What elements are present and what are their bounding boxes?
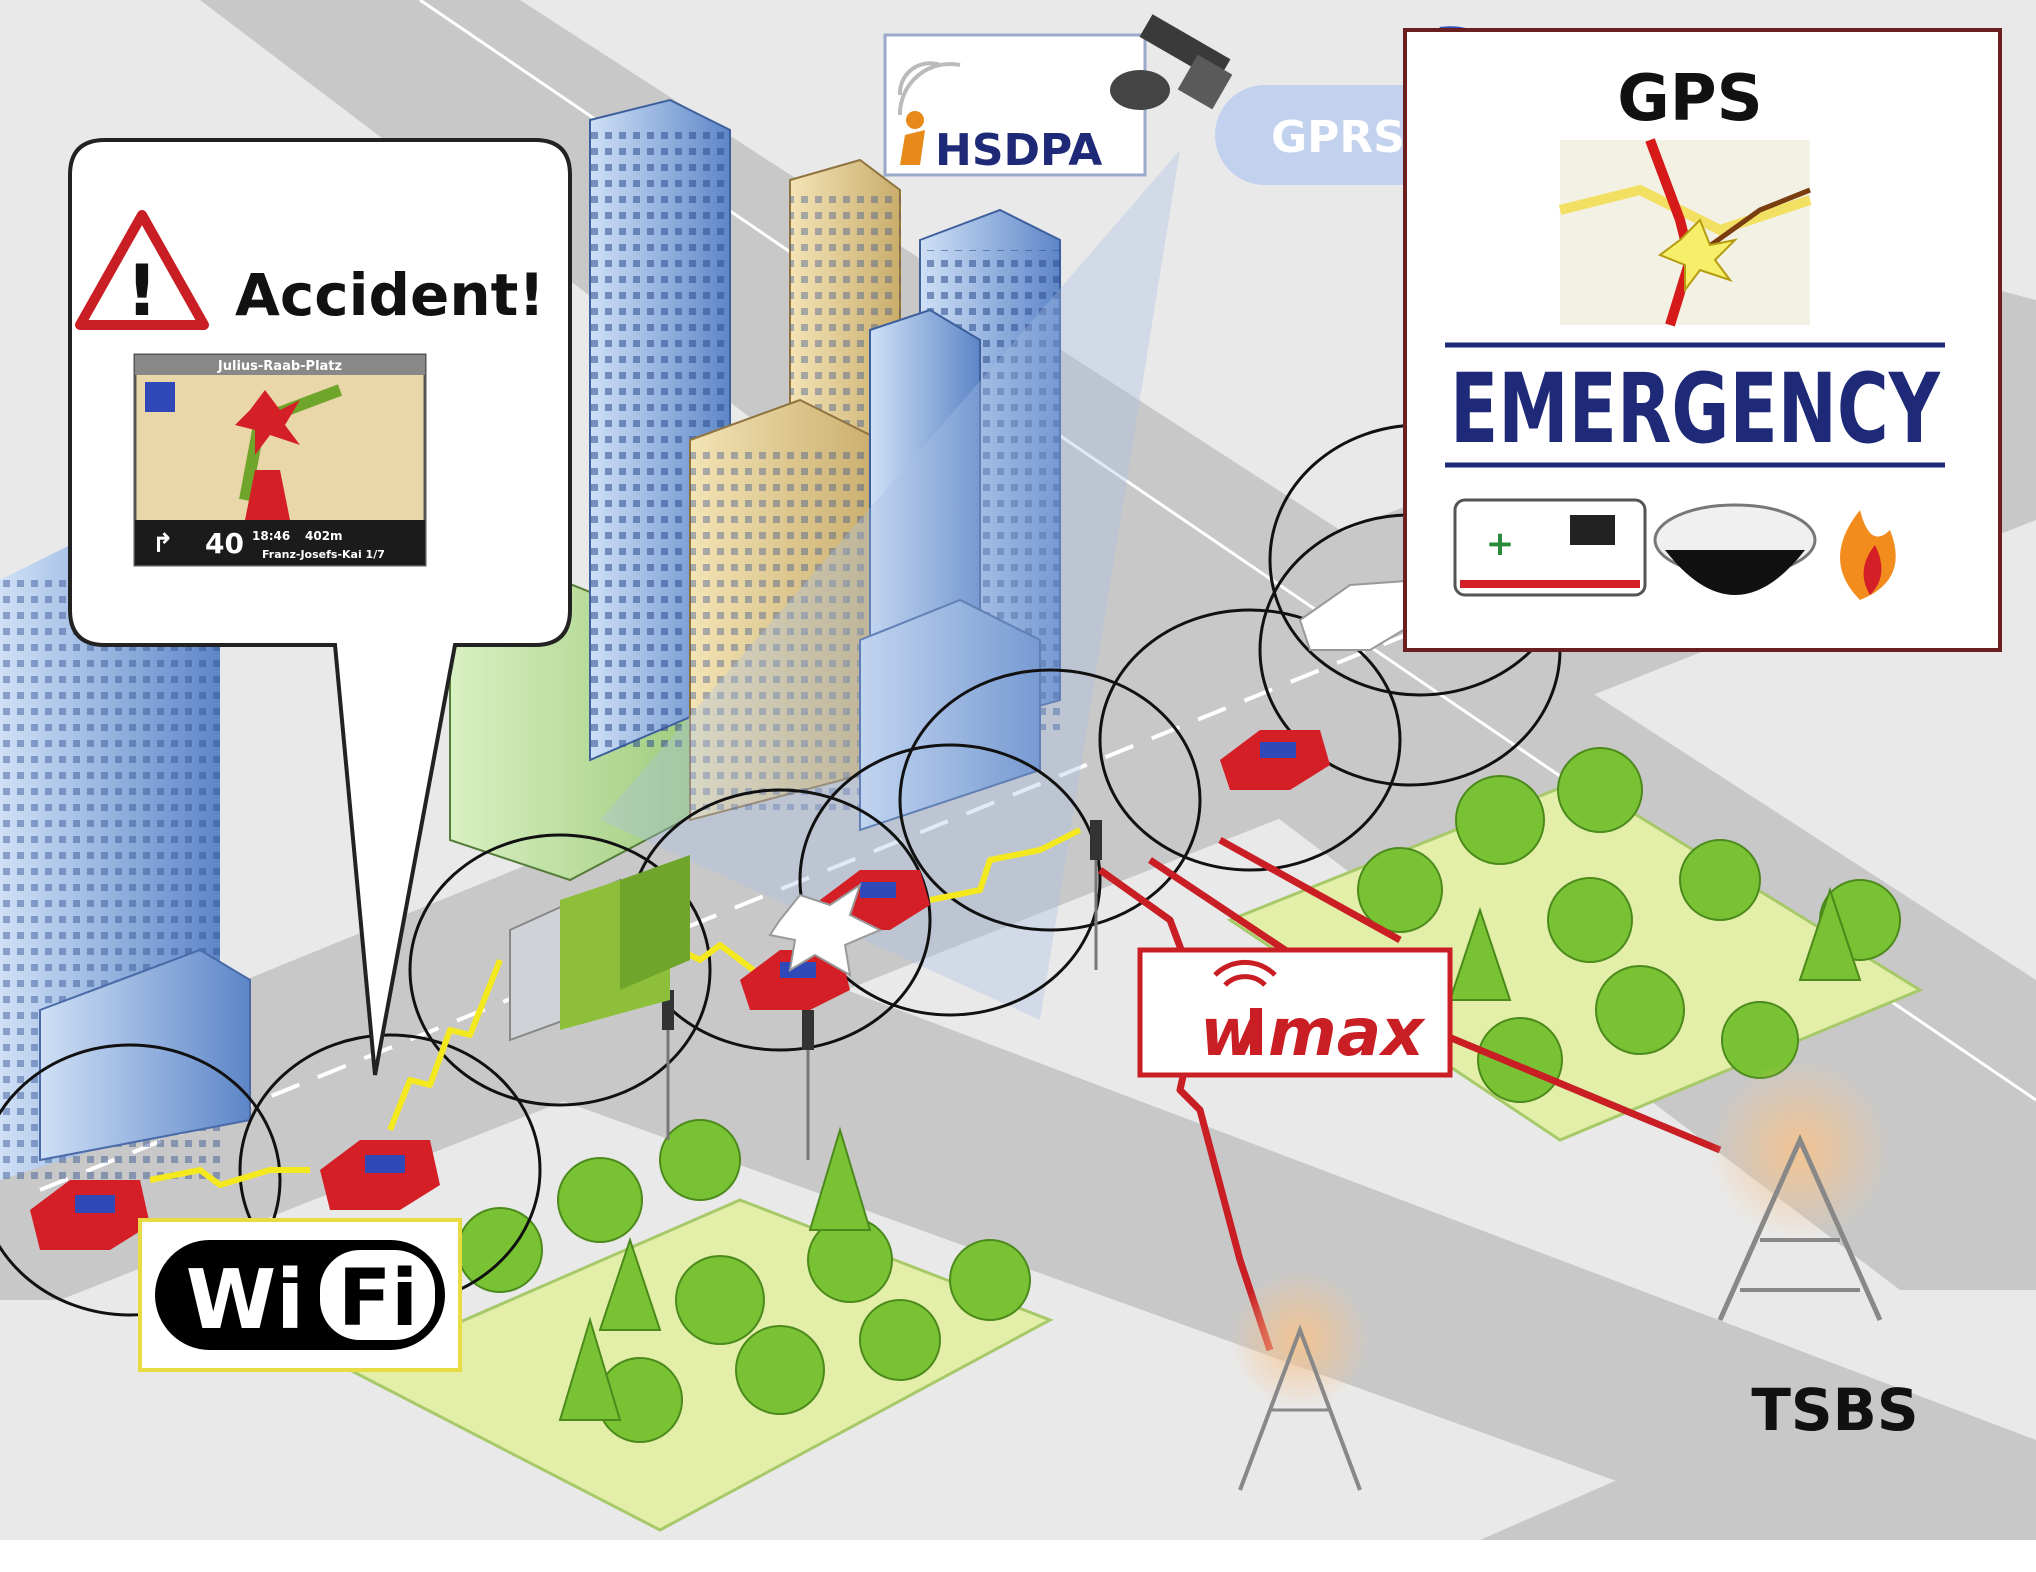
wifi-label-fi: Fi xyxy=(338,1254,418,1344)
wifi-links xyxy=(149,827,1082,1188)
tower-left xyxy=(1230,1270,1370,1491)
nav-dist: 402m xyxy=(305,529,343,543)
gps-label: GPS xyxy=(1617,62,1763,136)
car xyxy=(740,950,850,1010)
accident-callout: ! Accident! Julius-Raab-Platz ↱ 40 18:46… xyxy=(68,138,572,1076)
city-buildings xyxy=(0,98,1061,1180)
network-banner: HSDPA GPRS xyxy=(883,14,1524,185)
crash-marker-icon xyxy=(235,390,300,455)
svg-text:↱: ↱ xyxy=(152,529,174,559)
truck xyxy=(509,855,690,1042)
lower-road-end xyxy=(1480,1400,2036,1540)
wimax-i-bar xyxy=(1250,1008,1262,1055)
warning-icon xyxy=(75,210,209,330)
park-left xyxy=(346,1119,1054,1532)
person-icon xyxy=(906,111,924,129)
fire-icon xyxy=(1840,510,1896,600)
navigation-screen: Julius-Raab-Platz ↱ 40 18:46 402m Franz-… xyxy=(133,353,427,567)
nav-time: 18:46 xyxy=(252,529,290,543)
gprs-pill xyxy=(1215,85,1460,185)
nav-speed: 40 xyxy=(205,527,244,560)
wifi-label-wi: Wi xyxy=(186,1253,305,1348)
hsdpa-signal-icon xyxy=(897,61,961,116)
svg-text:+: + xyxy=(1486,524,1515,564)
wimax-badge: w max xyxy=(1137,947,1453,1078)
police-cap-icon xyxy=(1653,503,1817,595)
car xyxy=(320,1140,440,1210)
accident-title: Accident! xyxy=(235,261,545,329)
car xyxy=(1220,730,1330,790)
park-right xyxy=(1226,747,1924,1142)
svg-text:!: ! xyxy=(126,250,158,332)
gps-map-icon xyxy=(1558,138,1812,327)
tower-label: TSBS xyxy=(1751,1376,1918,1444)
hsdpa-label: HSDPA xyxy=(935,125,1102,176)
nav-road: Franz-Josefs-Kai 1/7 xyxy=(262,548,385,561)
satellite-icon xyxy=(1110,14,1233,110)
emergency-label: EMERGENCY xyxy=(1450,353,1941,465)
coverage-circles xyxy=(0,423,1572,1317)
wimax-max: max xyxy=(1268,994,1426,1071)
traffic-lights xyxy=(662,820,1102,1160)
ambulance-icon: + xyxy=(1453,498,1647,597)
car xyxy=(30,1180,150,1250)
nav-street: Julius-Raab-Platz xyxy=(217,359,342,374)
parking-icon xyxy=(145,382,175,412)
vehicles xyxy=(30,578,1421,1250)
emergency-panel: GPS EMERGENCY + xyxy=(1403,28,2002,652)
wifi-badge: Wi Fi xyxy=(138,1218,462,1372)
lower-road xyxy=(560,980,2036,1540)
crash-burst xyxy=(768,882,883,977)
satellite-beam xyxy=(600,150,1180,1020)
tower-tsbs xyxy=(1710,1060,1890,1322)
gprs-label: GPRS xyxy=(1271,112,1405,163)
